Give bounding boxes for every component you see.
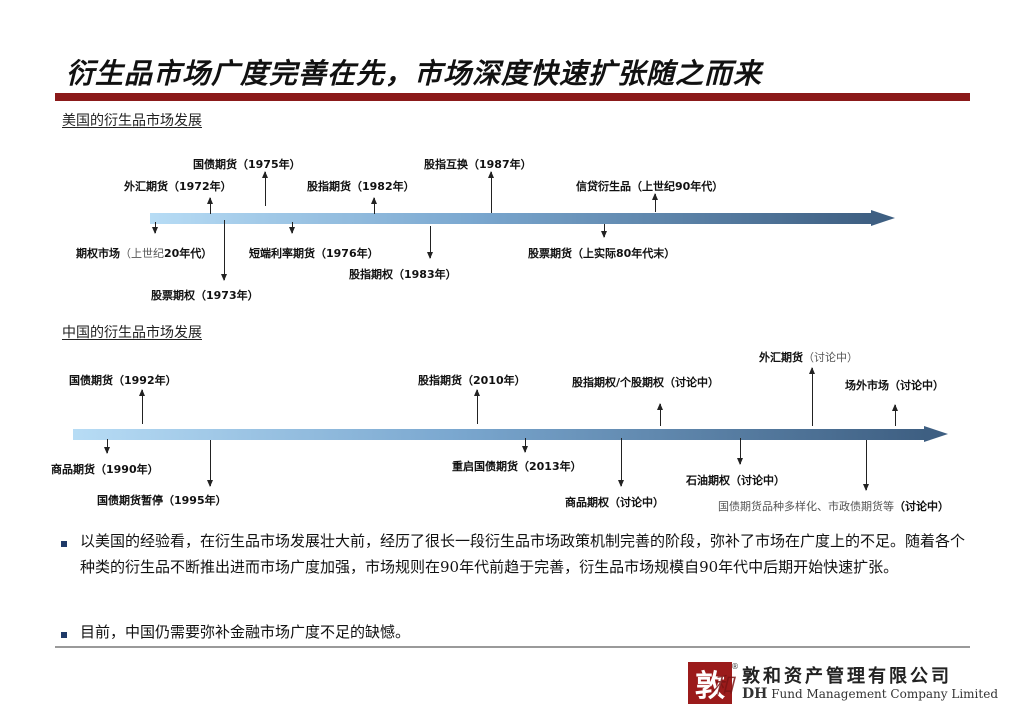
- event-arrow-down: [522, 438, 528, 453]
- event-arrow-up: [474, 389, 480, 424]
- cn-section-title: 中国的衍生品市场发展: [62, 325, 202, 341]
- cn-event-label: 国债期货暂停（1995年）: [97, 494, 227, 507]
- event-arrow-down: [863, 440, 869, 491]
- event-arrow-down: [152, 222, 158, 234]
- us-event-label: 股指期货（1982年）: [307, 180, 415, 193]
- cn-timeline-arrowhead: [924, 426, 948, 442]
- event-arrow-up: [207, 197, 213, 214]
- event-arrow-down: [221, 220, 227, 281]
- event-arrow-up: [371, 197, 377, 214]
- us-event-label: 股票期货（上实际80年代末）: [528, 247, 676, 260]
- event-arrow-down: [601, 224, 607, 238]
- bullet-paragraph: 目前，中国仍需要弥补金融市场广度不足的缺憾。: [80, 623, 411, 641]
- event-arrow-down: [427, 226, 433, 259]
- bullet-marker: [61, 541, 67, 547]
- us-event-label: 期权市场（上世纪20年代）: [76, 247, 213, 260]
- event-arrow-up: [652, 193, 658, 212]
- us-event-label: 外汇期货（1972年）: [124, 180, 232, 193]
- event-arrow-up: [262, 171, 268, 206]
- cn-event-label: 国债期货品种多样化、市政债期货等（讨论中）: [718, 500, 949, 513]
- page-title: 衍生品市场广度完善在先，市场深度快速扩张随之而来: [66, 57, 763, 90]
- cn-event-label: 重启国债期货（2013年）: [452, 460, 582, 473]
- event-arrow-down: [618, 438, 624, 487]
- cn-event-label: 石油期权（讨论中）: [686, 474, 785, 487]
- cn-event-label: 商品期货（1990年）: [51, 463, 159, 476]
- cn-event-label: 国债期货（1992年）: [69, 374, 177, 387]
- event-arrow-up: [139, 389, 145, 424]
- cn-event-label: 外汇期货（讨论中）: [759, 351, 858, 364]
- event-arrow-down: [289, 222, 295, 234]
- event-arrow-down: [207, 440, 213, 487]
- us-event-label: 股指期权（1983年）: [349, 268, 457, 281]
- us-timeline-bar: [150, 213, 872, 224]
- company-name-cn: 敦和资产管理有限公司: [742, 666, 952, 687]
- event-arrow-up: [892, 404, 898, 426]
- cn-event-label: 商品期权（讨论中）: [565, 496, 664, 509]
- logo-seal: 敦: [688, 662, 732, 704]
- us-event-label: 短端利率期货（1976年）: [249, 247, 379, 260]
- cn-timeline-bar: [73, 429, 925, 440]
- event-arrow-down: [737, 438, 743, 465]
- us-event-label: 股指互换（1987年）: [424, 158, 532, 171]
- bullet-paragraph: 以美国的经验看，在衍生品市场发展壮大前，经历了很长一段衍生品市场政策机制完善的阶…: [80, 532, 966, 576]
- cn-event-label: 股指期权/个股期权（讨论中）: [572, 376, 720, 389]
- us-event-label: 股票期权（1973年）: [151, 289, 259, 302]
- event-arrow-up: [488, 171, 494, 213]
- event-arrow-up: [809, 367, 815, 426]
- cn-event-label: 股指期货（2010年）: [418, 374, 526, 387]
- event-arrow-up: [657, 403, 663, 426]
- bullet-marker: [61, 632, 67, 638]
- event-arrow-down: [104, 439, 110, 454]
- logo-script-mark: 和: [712, 674, 735, 699]
- footer-divider: [55, 646, 970, 648]
- title-divider: [55, 93, 970, 101]
- us-timeline-arrowhead: [871, 210, 895, 226]
- us-event-label: 信贷衍生品（上世纪90年代）: [576, 180, 724, 193]
- us-event-label: 国债期货（1975年）: [193, 158, 301, 171]
- registered-mark: ®: [731, 662, 739, 671]
- company-name-en: DH Fund Management Company Limited: [742, 686, 998, 702]
- us-section-title: 美国的衍生品市场发展: [62, 113, 202, 129]
- cn-event-label: 场外市场（讨论中）: [845, 379, 944, 392]
